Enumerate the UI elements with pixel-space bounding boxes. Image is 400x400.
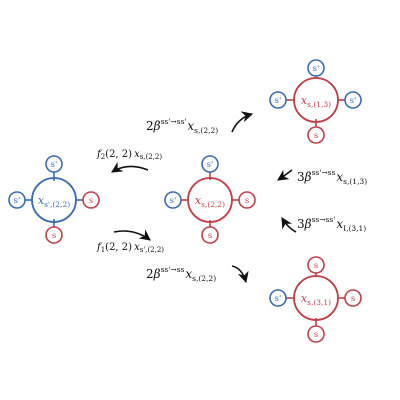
arrow-left-to-center bbox=[113, 229, 151, 241]
node-top-right-top-satellite bbox=[307, 59, 325, 77]
arrow-top-right-to-center bbox=[277, 169, 293, 181]
svg-text:xs,(3,1): xs,(3,1) bbox=[301, 292, 331, 307]
arrow-bottom-right-to-center bbox=[281, 217, 297, 233]
node-top-right-label: x bbox=[301, 94, 308, 107]
node-left-top-satellite bbox=[45, 155, 63, 173]
node-left-subscript: s',(2,2) bbox=[44, 200, 70, 209]
label-bottom-transition: 2βss'→ssxs,(2,2) bbox=[146, 265, 216, 283]
node-left-top-label: s' bbox=[51, 160, 58, 170]
node-left-circle bbox=[31, 177, 77, 223]
node-center-subscript: s,(2,2) bbox=[201, 200, 225, 209]
node-bottom-right-left-satellite bbox=[269, 289, 287, 307]
node-center-bottom-label: s bbox=[208, 231, 212, 241]
node-center-top-satellite bbox=[201, 155, 219, 173]
node-center-top-label: s' bbox=[207, 160, 214, 170]
node-left-right-satellite bbox=[82, 191, 100, 209]
label-top-transition: 2βss'→ss'xs,(2,2) bbox=[146, 117, 218, 135]
node-left-bottom-satellite bbox=[45, 226, 63, 244]
node-bottom-right-right-satellite bbox=[344, 289, 362, 307]
node-left: xs',(2,2) s' s' s s bbox=[8, 155, 100, 244]
node-center-left-label: s' bbox=[170, 196, 177, 206]
node-top-right-right-label: s' bbox=[350, 96, 357, 106]
node-bottom-right-top-label: s bbox=[314, 261, 318, 271]
node-center: xs,(2,2) s' s' s s bbox=[164, 155, 256, 244]
svg-text:xs',(2,2): xs',(2,2) bbox=[38, 194, 70, 209]
label-right-upper-transition: 3βss'→ssxs,(1,3) bbox=[297, 168, 367, 186]
node-top-right: xs,(1,3) s' s' s' s bbox=[269, 59, 362, 144]
node-top-right-bottom-label: s bbox=[314, 131, 318, 141]
node-left-bottom-label: s bbox=[52, 231, 56, 241]
svg-text:xs,(1,3): xs,(1,3) bbox=[301, 94, 331, 109]
node-center-right-label: s bbox=[245, 196, 249, 206]
node-bottom-right: xs,(3,1) s s' s s bbox=[269, 256, 362, 343]
arrow-center-to-bottom-right bbox=[231, 265, 249, 284]
node-left-left-satellite bbox=[8, 191, 26, 209]
node-left-right-label: s bbox=[89, 196, 93, 206]
svg-text:xs,(2,2): xs,(2,2) bbox=[195, 194, 225, 209]
node-bottom-right-top-satellite bbox=[307, 256, 325, 274]
node-top-right-subscript: s,(1,3) bbox=[307, 100, 331, 109]
node-top-right-circle bbox=[293, 77, 339, 123]
node-top-right-right-satellite bbox=[344, 91, 362, 109]
node-top-right-bottom-satellite bbox=[307, 126, 325, 144]
arrow-center-to-top-right bbox=[231, 111, 254, 133]
node-left-label: x bbox=[38, 194, 45, 207]
node-center-right-satellite bbox=[238, 191, 256, 209]
node-left-left-label: s' bbox=[14, 196, 21, 206]
node-bottom-right-bottom-satellite bbox=[307, 325, 325, 343]
node-top-right-left-label: s' bbox=[275, 96, 282, 106]
arrow-center-to-left bbox=[111, 161, 149, 173]
node-top-right-left-satellite bbox=[269, 91, 287, 109]
node-bottom-right-subscript: s,(3,1) bbox=[307, 298, 331, 307]
label-f2: f2(2, 2)xs,(2,2) bbox=[96, 149, 162, 161]
node-bottom-right-right-label: s bbox=[351, 294, 355, 304]
node-center-label: x bbox=[195, 194, 202, 207]
label-f1: f1(2, 2)xs',(2,2) bbox=[96, 242, 164, 254]
node-bottom-right-circle bbox=[293, 275, 339, 321]
label-right-lower-transition: 3βss→ss'xI,(3,1) bbox=[297, 215, 366, 233]
node-center-left-satellite bbox=[164, 191, 182, 209]
node-center-circle bbox=[187, 177, 233, 223]
node-bottom-right-label: x bbox=[301, 292, 308, 305]
node-bottom-right-bottom-label: s bbox=[314, 330, 318, 340]
node-center-bottom-satellite bbox=[201, 226, 219, 244]
node-bottom-right-left-label: s' bbox=[275, 294, 282, 304]
node-top-right-top-label: s' bbox=[313, 64, 320, 74]
